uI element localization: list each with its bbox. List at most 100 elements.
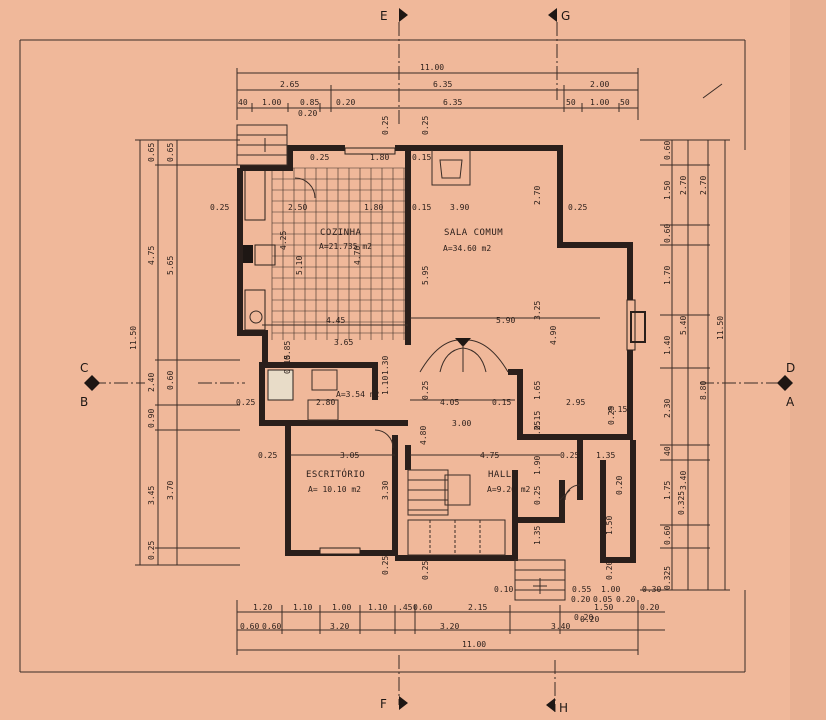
dim-bottom-r1-6: 0.60 [413, 603, 432, 612]
dim-right-c3-2: 8.80 [699, 381, 708, 400]
dim-top-r3-4: 0.20 [336, 98, 355, 107]
dim-int-hall-12: 0.25 [533, 421, 542, 440]
details [236, 124, 646, 601]
top-dimensions: 11.00 2.65 6.35 2.00 40 1.00 0.85 0.20 6… [236, 63, 639, 120]
dim-bottom-r1-8: 0.20 [574, 613, 593, 622]
dim-left-c1-1: 0.65 [147, 143, 156, 162]
dim-int-coz-12: 0.25 [381, 116, 390, 135]
dim-top-r2-3: 2.00 [590, 80, 609, 89]
dim-bottom-r1-4: 1.10 [368, 603, 387, 612]
dim-int-wc-1: 2.80 [316, 398, 335, 407]
dim-right-c2-3: 3.40 [679, 471, 688, 490]
dim-left-total: 11.50 [129, 326, 138, 350]
dim-bottom-r1-1: 1.20 [253, 603, 272, 612]
dim-int-sala-6: 3.25 [533, 301, 542, 320]
dim-bottom-ex-4: 0.30 [642, 585, 661, 594]
dim-right-c1-7: 40 [663, 446, 672, 456]
room-area-sala: A=34.60 m2 [443, 244, 491, 253]
dim-int-esc-5: 0.25 [421, 561, 430, 580]
site-frame [19, 39, 746, 673]
dim-bottom-ex-2: 0.55 [572, 585, 591, 594]
wc-toilet [267, 369, 294, 401]
bottom-dimensions: 1.20 1.10 1.00 1.10 .45 0.60 2.15 0.20 1… [236, 585, 665, 655]
section-label-b: B [80, 395, 88, 409]
dim-int-hall-1: 3.00 [452, 419, 471, 428]
dim-bottom-ex-3: 1.00 [601, 585, 620, 594]
dim-int-wc-3: 0.15 [283, 355, 292, 374]
dim-int-sala-9: 0.15 [492, 398, 511, 407]
dim-top-r3-6: 50 [566, 98, 576, 107]
dim-int-sala-5: 5.90 [496, 316, 515, 325]
dim-int-coz-1: 0.25 [210, 203, 229, 212]
dim-int-hall-11: 0.20 [605, 561, 614, 580]
dim-int-wc-6: 0.25 [236, 398, 255, 407]
dim-int-coz-13: 0.25 [421, 116, 430, 135]
dim-int-sala-11: 2.95 [566, 398, 585, 407]
dim-int-coz-2: 2.50 [288, 203, 307, 212]
interior-dimensions: 0.25 2.50 1.80 1.80 0.15 4.25 5.10 4.70 … [210, 116, 627, 580]
dim-bottom-r2-5: 3.40 [551, 622, 570, 631]
dim-int-coz-5: 0.15 [412, 203, 431, 212]
dim-top-r3-2: 1.00 [262, 98, 281, 107]
paper-edge [790, 0, 826, 720]
dim-right-c1-9: 0.325 [677, 491, 686, 515]
dim-bottom-r1-10: 0.20 [640, 603, 659, 612]
room-name-sala: SALA COMUM [444, 228, 503, 238]
room-labels: COZINHA A=21.735 m2 SALA COMUM A=34.60 m… [306, 228, 531, 494]
dim-top-r3-7: 1.00 [590, 98, 609, 107]
dim-bottom-ex-5: 0.20 [571, 595, 590, 604]
door-swing [374, 429, 394, 449]
section-label-c: C [80, 361, 88, 375]
section-lines [92, 22, 785, 712]
section-label-e: E [380, 9, 388, 23]
dim-top-r3-5: 6.35 [443, 98, 462, 107]
room-area-escritorio: A= 10.10 m2 [308, 485, 361, 494]
dim-bottom-r2-1: 0.60 [240, 622, 259, 631]
dim-int-coz-9: 4.45 [326, 316, 345, 325]
dim-bottom-total: 11.00 [462, 640, 486, 649]
dim-top-r3-1: 40 [238, 98, 248, 107]
dim-int-coz-6: 4.25 [279, 231, 288, 250]
dim-int-hall-4: 1.35 [596, 451, 615, 460]
dim-int-sala-16: 0.25 [421, 381, 430, 400]
dim-int-hall-2: 4.75 [480, 451, 499, 460]
dim-right-c1-4: 1.70 [663, 266, 672, 285]
dim-int-wc-2: 0.85 [283, 341, 292, 360]
dim-bottom-ex-8: 0.20 [580, 615, 599, 624]
dim-top-extra: 0.20 [298, 109, 317, 118]
dim-right-c1-5: 1.40 [663, 336, 672, 355]
left-total-group: 11.50 [129, 326, 138, 350]
section-arrow-g-icon [548, 8, 557, 22]
entry-steps-top [236, 124, 288, 166]
dim-bottom-r1-3: 1.00 [332, 603, 351, 612]
dim-bottom-r2-2: 0.60 [262, 622, 281, 631]
dim-int-coz-8: 4.70 [353, 246, 362, 265]
dim-int-hall-9: 0.20 [615, 476, 624, 495]
room-area-cozinha: A=21.735 m2 [319, 242, 372, 251]
dim-bottom-r1-7: 2.15 [468, 603, 487, 612]
dim-int-esc-3: 0.25 [258, 451, 277, 460]
dim-left-c2-4: 3.70 [166, 481, 175, 500]
dim-bottom-r1-9: 1.50 [594, 603, 613, 612]
dim-right-c1-10: 0.60 [663, 526, 672, 545]
dim-right-total: 11.50 [716, 316, 725, 340]
door-swing [564, 484, 581, 501]
dim-int-sala-7: 4.90 [549, 326, 558, 345]
dim-int-coz-10: 3.65 [334, 338, 353, 347]
dim-top-r3-3: 0.85 [300, 98, 319, 107]
dim-top-r3-8: 50 [620, 98, 630, 107]
dim-bottom-ex-6: 0.05 [593, 595, 612, 604]
dim-int-esc-2: 3.30 [381, 481, 390, 500]
section-label-d: D [786, 361, 795, 375]
section-markers: E G F H C B D A [80, 8, 795, 715]
room-name-escritorio: ESCRITÓRIO [306, 468, 365, 480]
dim-int-hall-6: 1.90 [533, 456, 542, 475]
dim-int-esc-1: 3.05 [340, 451, 359, 460]
dim-bottom-ex-7: 0.20 [616, 595, 635, 604]
section-label-h: H [559, 701, 568, 715]
door-swing [294, 177, 316, 199]
dim-right-c1-2: 1.50 [663, 181, 672, 200]
hall-stairs [407, 469, 506, 556]
room-name-hall: HALL [488, 470, 512, 480]
